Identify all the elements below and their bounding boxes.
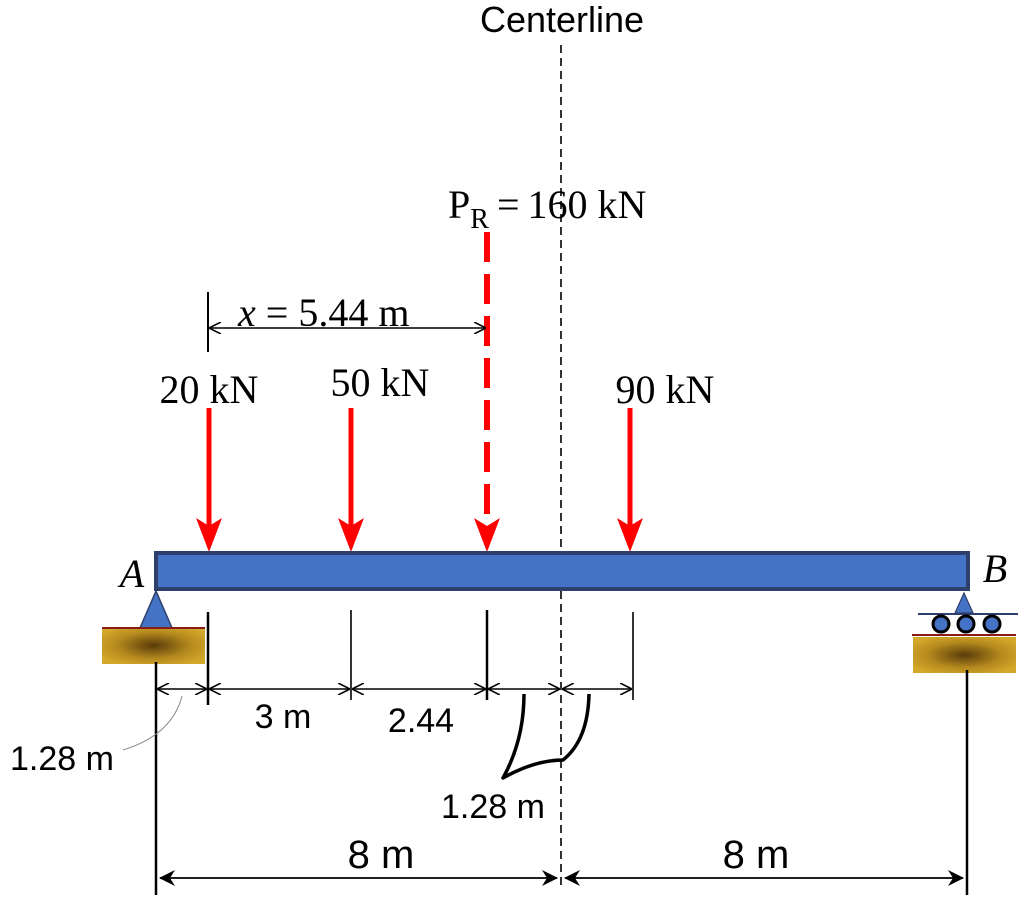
load-label-1: 20 kN — [160, 367, 259, 412]
load-label-2: 50 kN — [331, 360, 430, 405]
resultant-label: PR=160 kN — [448, 182, 646, 235]
load-arrow-3 — [617, 408, 643, 552]
dim-label-a-to-centerline: 8 m — [348, 833, 415, 877]
x-dimension-label: x=5.44 m — [237, 290, 409, 335]
load-label-3: 90 kN — [616, 367, 715, 412]
dim-label-centerline-to-b: 8 m — [723, 833, 790, 877]
centerline-label: Centerline — [480, 0, 644, 40]
leader-resultant-to-centerline — [501, 693, 591, 780]
load-arrow-2 — [338, 408, 364, 552]
support-b-label: B — [983, 546, 1007, 591]
dim-label-load1-to-load2: 3 m — [255, 698, 312, 736]
load-arrow-1 — [196, 408, 222, 552]
support-a-pin — [102, 589, 205, 664]
dim-label-load2-to-resultant: 2.44 — [388, 702, 454, 740]
leader-a-to-load1 — [122, 695, 183, 751]
support-b-roller — [912, 591, 1018, 673]
dim-label-a-to-load1: 1.28 m — [10, 740, 114, 778]
beam — [154, 551, 970, 591]
dim-label-resultant-to-centerline: 1.28 m — [441, 788, 545, 826]
resultant-arrow-head — [474, 518, 500, 552]
support-a-label: A — [117, 551, 145, 596]
